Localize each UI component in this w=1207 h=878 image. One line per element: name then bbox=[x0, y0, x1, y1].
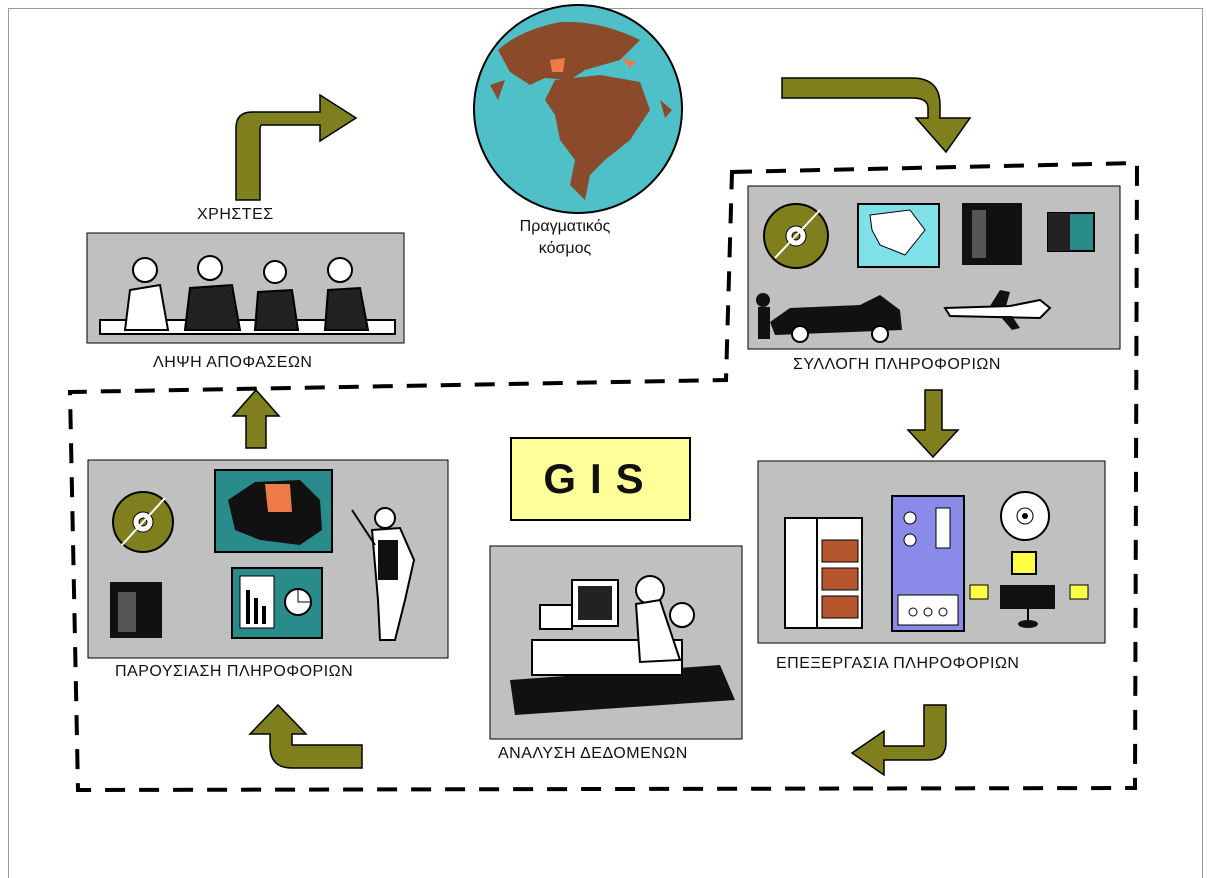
server-icon bbox=[784, 517, 863, 629]
presenter-icon bbox=[351, 507, 416, 641]
cd-icon bbox=[112, 491, 174, 553]
car-icon bbox=[756, 293, 902, 343]
arrow-icon bbox=[231, 77, 972, 777]
users-label: ΧΡΗΣΤΕΣ bbox=[197, 206, 274, 223]
chart-screen-icon bbox=[231, 567, 323, 639]
meeting-people-icon bbox=[99, 255, 396, 335]
real-world-label-line1: Πραγματικός bbox=[519, 218, 611, 235]
server-icon bbox=[962, 203, 1095, 265]
cd-icon bbox=[763, 203, 829, 269]
device-icon bbox=[891, 495, 965, 632]
globe-icon bbox=[473, 4, 683, 214]
map-icon bbox=[857, 203, 940, 268]
airplane-icon bbox=[943, 290, 1052, 330]
computer-icon bbox=[510, 575, 735, 715]
server-icon bbox=[110, 582, 162, 638]
gis-label: GIS bbox=[543, 455, 658, 502]
processing-label: ΕΠΕΞΕΡΓΑΣΙΑ ΠΛΗΡΟΦΟΡΙΩΝ bbox=[776, 655, 1020, 672]
collection-label: ΣΥΛΛΟΓΗ ΠΛΗΡΟΦΟΡΙΩΝ bbox=[793, 356, 1001, 373]
real-world-label: Πραγματικός κόσμος bbox=[500, 216, 630, 260]
cd-icon bbox=[1000, 491, 1050, 541]
gis-dashed-boundary bbox=[67, 160, 1140, 793]
analysis-label: ΑΝΑΛΥΣΗ ΔΕΔΟΜΕΝΩΝ bbox=[498, 745, 688, 762]
gis-center-box: GIS bbox=[510, 437, 691, 521]
presentation-label: ΠΑΡΟΥΣΙΑΣΗ ΠΛΗΡΟΦΟΡΙΩΝ bbox=[115, 663, 354, 680]
decision-label: ΛΗΨΗ ΑΠΟΦΑΣΕΩΝ bbox=[153, 354, 313, 371]
real-world-label-line2: κόσμος bbox=[538, 240, 592, 257]
computer-icon bbox=[969, 551, 1089, 628]
map-icon bbox=[214, 469, 333, 553]
